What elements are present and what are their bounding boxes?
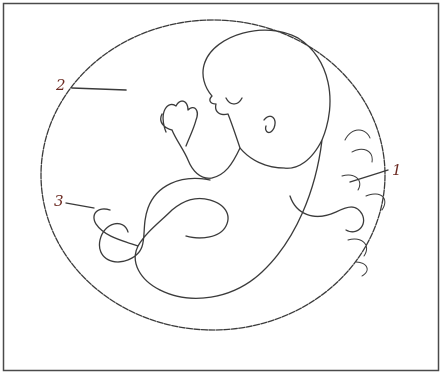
label-2-leader — [72, 88, 126, 90]
label-1: 1 — [392, 163, 402, 178]
umbilical-cord — [99, 178, 210, 262]
fetus-eye — [226, 98, 242, 104]
fetus-leg — [135, 198, 228, 290]
fetus-face — [203, 62, 240, 148]
fetus-back — [160, 140, 322, 298]
label-3-leader — [66, 203, 94, 208]
fetus-head — [205, 30, 330, 168]
label-1-leader — [350, 170, 388, 182]
amniotic-sac-outline — [41, 20, 385, 330]
label-2: 2 — [56, 78, 66, 93]
label-3: 3 — [54, 194, 64, 209]
frame-border — [4, 4, 439, 371]
fetus-hand — [161, 101, 198, 146]
fetus-ear — [264, 116, 275, 132]
fetus-arm — [172, 130, 240, 178]
umbilical-cord-back — [290, 196, 364, 232]
placenta-tissue — [342, 130, 385, 276]
